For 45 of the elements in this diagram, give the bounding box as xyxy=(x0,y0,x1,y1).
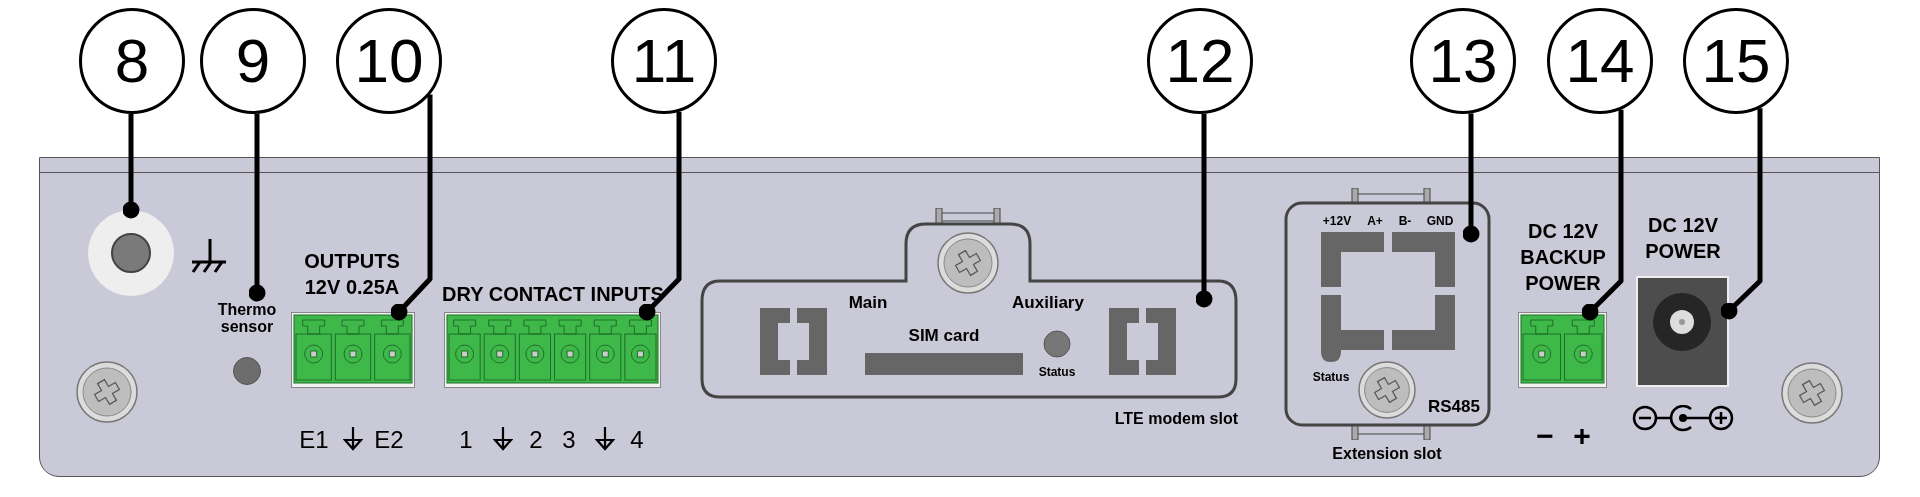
slot-label: Main xyxy=(848,292,888,315)
callout-number: 11 xyxy=(611,8,717,114)
leader-line xyxy=(1581,109,1624,321)
slot-caption: Extension slot xyxy=(1331,444,1443,464)
leader-line xyxy=(122,114,140,219)
terminal-label: 1 xyxy=(459,425,473,455)
slot-label: Status xyxy=(1312,369,1350,386)
leader-line xyxy=(1720,108,1763,320)
slot-label: SIM card xyxy=(907,326,981,346)
terminal-label: E2 xyxy=(374,425,404,455)
sensor-label: Thermo sensor xyxy=(216,301,278,335)
terminal-heading: OUTPUTS 12V 0.25A xyxy=(303,249,401,300)
output-terminal-block xyxy=(291,312,415,388)
backup-power-terminal xyxy=(1518,312,1607,388)
leader-line xyxy=(248,113,266,302)
callout-number: 15 xyxy=(1683,8,1789,114)
callout-number: 13 xyxy=(1410,8,1516,114)
slot-label: RS485 xyxy=(1428,396,1480,419)
terminal-heading: DC 12V POWER xyxy=(1644,213,1722,264)
terminal-label: − xyxy=(1536,421,1554,451)
leader-line xyxy=(1462,113,1480,243)
leader-line xyxy=(638,111,682,321)
terminal-heading: DC 12V BACKUP POWER xyxy=(1519,219,1607,296)
callout-number: 8 xyxy=(79,8,185,114)
terminal-label: 2 xyxy=(529,425,543,455)
callout-number: 9 xyxy=(200,8,306,114)
slot-label: Status xyxy=(1038,364,1076,381)
callout-number: 10 xyxy=(336,8,442,114)
slot-label: A+ xyxy=(1367,213,1383,230)
slot-label: +12V xyxy=(1322,213,1352,230)
terminal-label: E1 xyxy=(299,425,329,455)
power-jack xyxy=(1636,276,1729,387)
terminal-label: 3 xyxy=(562,425,576,455)
sim-card-slot xyxy=(865,326,1023,375)
leader-line xyxy=(390,94,433,321)
slot-caption: LTE modem slot xyxy=(1113,409,1238,429)
slot-label: GND xyxy=(1426,213,1454,230)
input-terminal-block xyxy=(444,312,661,388)
terminal-label: 4 xyxy=(630,425,644,455)
slot-label: B- xyxy=(1398,213,1412,230)
slot-label: Auxiliary xyxy=(1012,292,1084,315)
leader-line xyxy=(1195,113,1213,308)
callout-number: 14 xyxy=(1547,8,1653,114)
callout-number: 12 xyxy=(1147,8,1253,114)
terminal-label: + xyxy=(1573,421,1591,451)
